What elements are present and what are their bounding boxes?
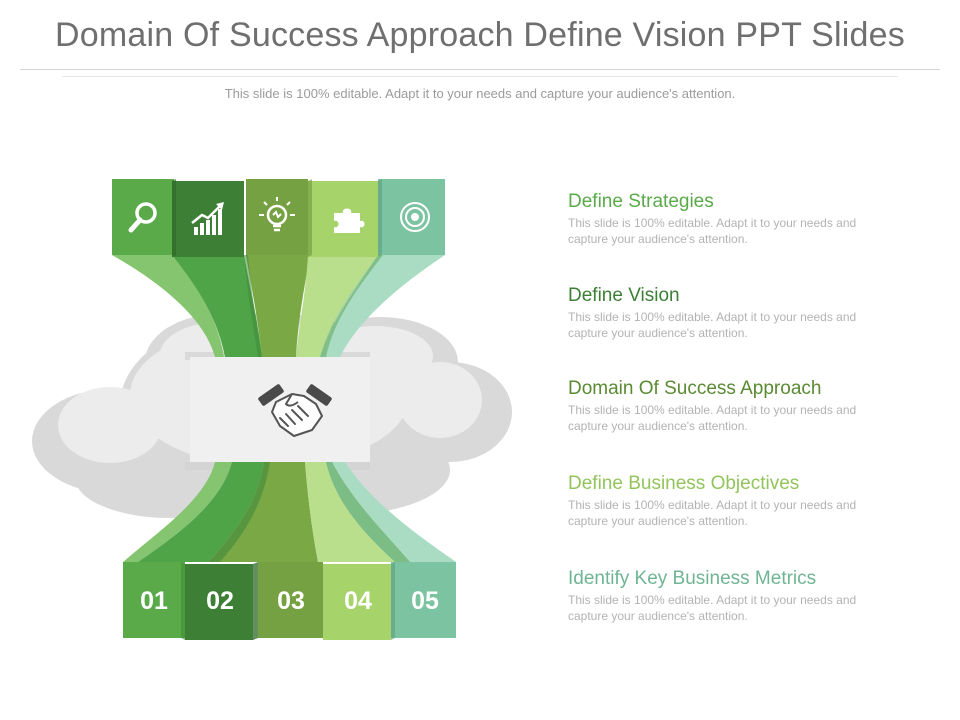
number-block-4 [323, 564, 391, 640]
ribbon-top-1 [112, 255, 224, 357]
handshake-icon [258, 384, 332, 437]
ribbon-top-4 [296, 255, 378, 357]
list-item-domain-of-success: Domain Of Success Approach This slide is… [568, 378, 898, 434]
ribbon-top-2 [172, 255, 262, 357]
item-heading: Define Strategies [568, 191, 714, 212]
step-number-2: 02 [206, 587, 234, 615]
item-description: This slide is 100% editable. Adapt it to… [568, 593, 857, 623]
item-heading: Domain Of Success Approach [568, 378, 822, 399]
bottom-ribbons [123, 462, 456, 562]
ribbon-top-5 [320, 255, 445, 357]
number-block-5 [391, 562, 456, 638]
ribbon-top-3 [246, 255, 310, 357]
step-number-5: 05 [411, 587, 439, 615]
item-description: This slide is 100% editable. Adapt it to… [568, 310, 857, 340]
list-item-key-metrics: Identify Key Business Metrics This slide… [568, 568, 898, 624]
target-icon [400, 202, 430, 232]
icon-block-1 [112, 179, 174, 255]
lightbulb-icon [259, 197, 295, 232]
number-block-2 [185, 564, 253, 640]
bottom-number-blocks: 01 02 03 04 05 [123, 562, 456, 640]
item-heading: Define Vision [568, 285, 680, 306]
number-block-3 [258, 562, 323, 638]
item-description: This slide is 100% editable. Adapt it to… [568, 403, 857, 433]
title-divider-secondary [62, 76, 898, 77]
ribbon-bottom-5 [326, 462, 456, 562]
ribbon-bottom-2 [138, 462, 264, 562]
list-item-define-strategies: Define Strategies This slide is 100% edi… [568, 191, 898, 247]
top-icon-blocks [112, 179, 445, 257]
step-number-1: 01 [140, 587, 168, 615]
top-ribbons [112, 255, 445, 357]
title-divider [20, 69, 940, 70]
list-item-business-objectives: Define Business Objectives This slide is… [568, 473, 898, 529]
item-description: This slide is 100% editable. Adapt it to… [568, 216, 857, 246]
list-item-define-vision: Define Vision This slide is 100% editabl… [568, 285, 898, 341]
ribbon-bottom-4 [305, 462, 395, 562]
slide-title: Domain Of Success Approach Define Vision… [55, 16, 905, 54]
puzzle-icon [334, 208, 365, 233]
ribbon-bottom-1 [123, 462, 232, 562]
growth-chart-icon [191, 202, 224, 235]
item-heading: Identify Key Business Metrics [568, 568, 817, 589]
slide-subtitle: This slide is 100% editable. Adapt it to… [224, 86, 736, 101]
step-number-4: 04 [344, 587, 372, 615]
item-heading: Define Business Objectives [568, 473, 800, 494]
step-number-3: 03 [277, 587, 305, 615]
number-block-1 [123, 562, 185, 638]
magnifier-icon [128, 202, 157, 233]
item-description: This slide is 100% editable. Adapt it to… [568, 498, 857, 528]
